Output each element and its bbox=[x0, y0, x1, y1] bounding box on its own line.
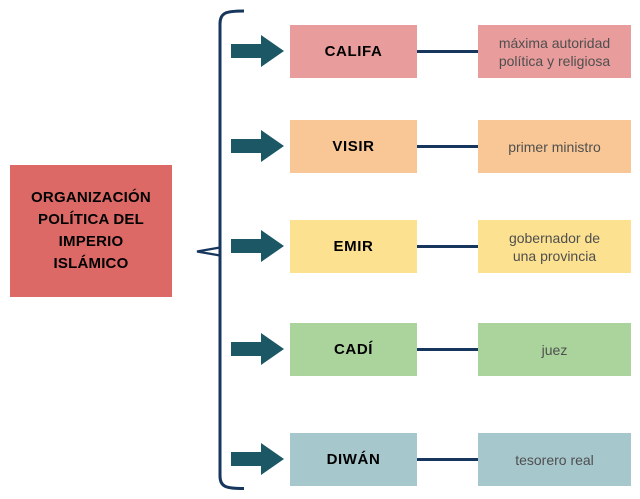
description-label: máxima autoridad política y religiosa bbox=[498, 34, 611, 69]
root-topic-line: POLÍTICA DEL bbox=[37, 211, 144, 228]
arrow-right-icon bbox=[231, 130, 284, 162]
term-label: DIWÁN bbox=[326, 451, 381, 468]
root-topic-line: ORGANIZACIÓN bbox=[31, 189, 151, 206]
description-label: primer ministro bbox=[508, 138, 601, 155]
root-topic-line: ISLÁMICO bbox=[53, 255, 129, 272]
row-emir: EMIR gobernador de una provincia bbox=[0, 220, 640, 273]
arrow-right-icon bbox=[231, 35, 284, 67]
description-label: juez bbox=[541, 341, 568, 358]
term-label: VISIR bbox=[332, 138, 375, 155]
connector-line bbox=[417, 348, 478, 351]
row-diwan: DIWÁN tesorero real bbox=[0, 433, 640, 486]
arrow-right-icon bbox=[231, 333, 284, 365]
root-topic-box: ORGANIZACIÓN POLÍTICA DEL IMPERIO ISLÁMI… bbox=[10, 165, 172, 297]
row-califa: CALIFA máxima autoridad política y relig… bbox=[0, 25, 640, 78]
description-box-cadi: juez bbox=[478, 323, 631, 376]
term-box-diwan: DIWÁN bbox=[290, 433, 417, 486]
connector-line bbox=[417, 458, 478, 461]
row-cadi: CADÍ juez bbox=[0, 323, 640, 376]
arrow-right-icon bbox=[231, 443, 284, 475]
description-box-visir: primer ministro bbox=[478, 120, 631, 173]
description-box-califa: máxima autoridad política y religiosa bbox=[478, 25, 631, 78]
term-label: EMIR bbox=[333, 238, 374, 255]
description-box-emir: gobernador de una provincia bbox=[478, 220, 631, 273]
connector-line bbox=[417, 50, 478, 53]
description-label: tesorero real bbox=[515, 451, 594, 468]
term-label: CALIFA bbox=[324, 43, 383, 60]
term-label: CADÍ bbox=[333, 341, 374, 358]
root-topic-line: IMPERIO bbox=[58, 233, 124, 250]
term-box-emir: EMIR bbox=[290, 220, 417, 273]
connector-line bbox=[417, 245, 478, 248]
term-box-visir: VISIR bbox=[290, 120, 417, 173]
arrow-right-icon bbox=[231, 230, 284, 262]
brace-icon bbox=[196, 9, 245, 490]
term-box-cadi: CADÍ bbox=[290, 323, 417, 376]
term-box-califa: CALIFA bbox=[290, 25, 417, 78]
description-label: gobernador de una provincia bbox=[508, 229, 601, 264]
row-visir: VISIR primer ministro bbox=[0, 120, 640, 173]
connector-line bbox=[417, 145, 478, 148]
description-box-diwan: tesorero real bbox=[478, 433, 631, 486]
